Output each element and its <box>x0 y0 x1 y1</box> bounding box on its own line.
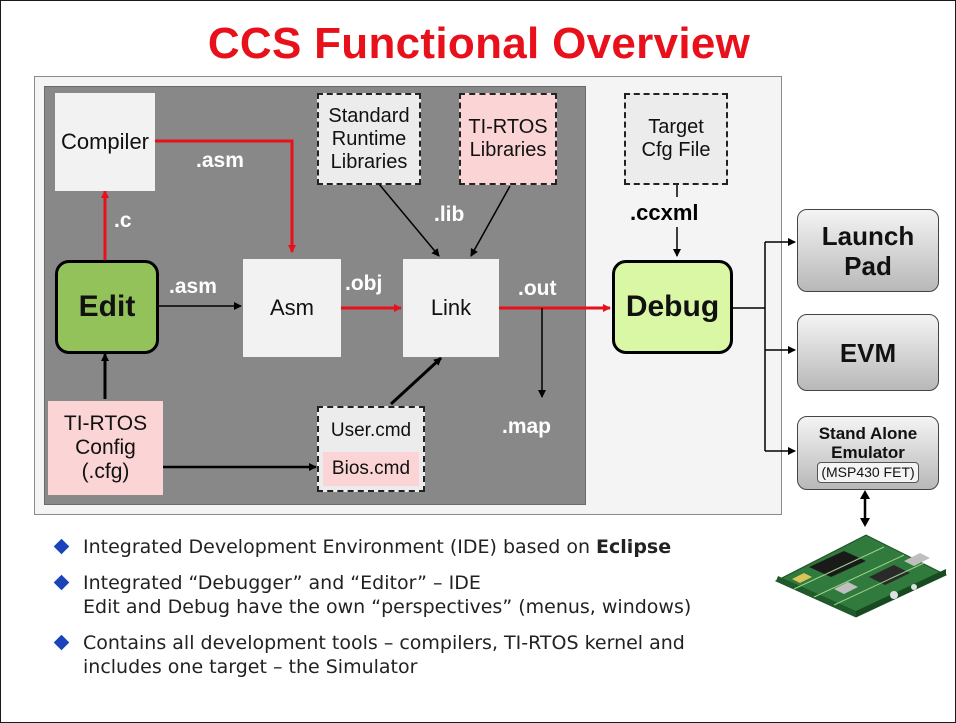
bullet-diamond-icon <box>53 634 70 651</box>
edge-label-asm-top: .asm <box>196 149 244 172</box>
arrow-compiler-to-asm <box>154 139 296 253</box>
stdlib-line-2: Runtime <box>331 127 407 150</box>
target-cfg-file-node: Target Cfg File <box>624 93 728 185</box>
bullet-diamond-icon <box>53 538 70 555</box>
tirtos-lib-line-2: Libraries <box>469 139 547 161</box>
bullet-item-1: Integrated Development Environment (IDE)… <box>53 535 773 559</box>
user-cmd-label: User.cmd <box>330 420 412 441</box>
edge-label-asm-mid: .asm <box>169 275 217 298</box>
edit-label: Edit <box>78 290 136 323</box>
bullet-3-line-2: includes one target – the Simulator <box>83 656 418 678</box>
emulator-line-2: Emulator <box>831 442 905 462</box>
launchpad-line-2: Pad <box>844 250 892 281</box>
bullet-2-line-2: Edit and Debug have the own “perspective… <box>83 596 692 618</box>
stdlib-line-3: Libraries <box>330 150 408 173</box>
bullet-diamond-icon <box>53 574 70 591</box>
debug-node: Debug <box>612 260 733 354</box>
arrow-cmd-to-link <box>389 356 443 406</box>
launchpad-line-1: Launch <box>821 220 915 251</box>
debug-label: Debug <box>625 290 720 323</box>
arrow-tirtoslib-to-link <box>470 185 511 257</box>
tirtos-config-node: TI-RTOS Config (.cfg) <box>48 401 163 495</box>
bullet-2-line-1: Integrated “Debugger” and “Editor” – IDE <box>83 572 481 594</box>
emulator-target: Stand Alone Emulator (MSP430 FET) <box>797 416 939 490</box>
bullet-item-3: Contains all development tools – compile… <box>53 631 773 679</box>
stdlib-line-1: Standard <box>328 104 410 127</box>
slide-title: CCS Functional Overview <box>207 19 751 68</box>
bullet-list: Integrated Development Environment (IDE)… <box>53 535 773 691</box>
emulator-line-1: Stand Alone <box>818 423 918 443</box>
bullet-3-line-1: Contains all development tools – compile… <box>83 632 685 654</box>
tirtos-cfg-line-3: (.cfg) <box>81 460 130 483</box>
edit-node: Edit <box>55 260 159 354</box>
edge-label-obj: .obj <box>345 272 383 295</box>
evm-target: EVM <box>797 314 939 391</box>
tirtos-lib-line-1: TI-RTOS <box>468 116 548 138</box>
arrow-stdlib-to-link <box>378 183 440 257</box>
bullet-item-2: Integrated “Debugger” and “Editor” – IDE… <box>53 571 773 619</box>
circuit-board-image <box>774 534 948 618</box>
asm-label: Asm <box>270 295 314 320</box>
edge-label-lib: .lib <box>434 203 465 226</box>
compiler-label: Compiler <box>60 129 150 154</box>
compiler-node: Compiler <box>55 93 155 191</box>
edge-label-ccxml: .ccxml <box>630 200 699 225</box>
tirtos-cfg-line-2: Config <box>75 436 136 459</box>
emulator-line-3: (MSP430 FET) <box>817 461 919 483</box>
target-cfg-line-2: Cfg File <box>641 139 711 161</box>
target-cfg-line-1: Target <box>648 116 704 138</box>
tirtos-libraries-node: TI-RTOS Libraries <box>459 93 557 185</box>
edge-label-out: .out <box>518 277 557 300</box>
tirtos-cfg-line-1: TI-RTOS <box>63 412 148 435</box>
bios-cmd-label: Bios.cmd <box>331 458 411 479</box>
launchpad-target: Launch Pad <box>797 209 939 292</box>
asm-node: Asm <box>243 259 341 357</box>
evm-label: EVM <box>839 337 897 368</box>
cmd-files-group: User.cmd Bios.cmd <box>317 406 425 492</box>
bios-cmd-node: Bios.cmd <box>323 452 419 486</box>
bullet-1-bold: Eclipse <box>596 536 672 558</box>
bullet-1-text: Integrated Development Environment (IDE)… <box>83 536 597 558</box>
link-node: Link <box>403 259 499 357</box>
standard-runtime-libraries-node: Standard Runtime Libraries <box>317 93 421 185</box>
link-label: Link <box>430 295 472 320</box>
edge-label-c: .c <box>114 209 132 232</box>
edge-label-map: .map <box>502 415 552 438</box>
